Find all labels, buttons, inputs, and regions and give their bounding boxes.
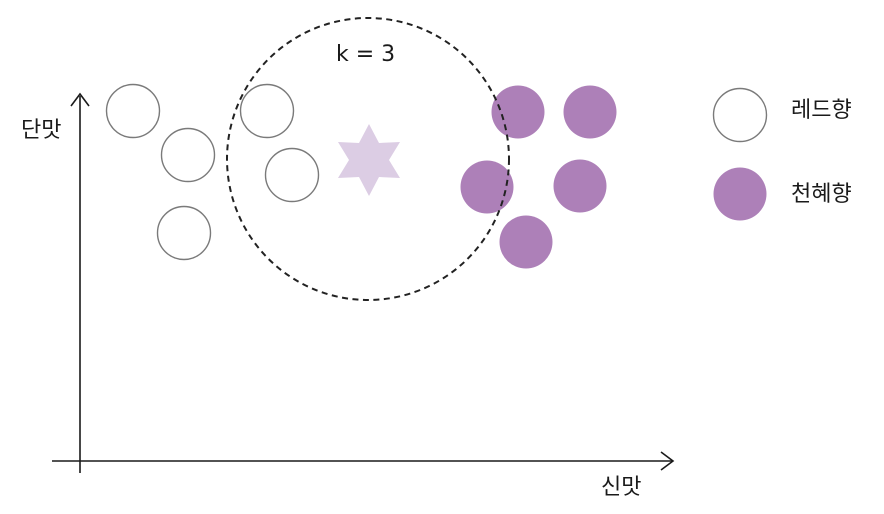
k-neighborhood-circle — [226, 17, 510, 301]
data-point-open — [160, 127, 216, 183]
legend: 레드향 천혜향 — [712, 87, 852, 221]
data-point-open — [156, 205, 212, 261]
data-point-filled — [460, 160, 514, 214]
data-point-open — [105, 83, 161, 139]
x-axis-label: 신맛 — [601, 475, 641, 500]
data-point-filled — [491, 85, 545, 139]
y-axis-arrow — [70, 92, 90, 107]
k-label: k = 3 — [336, 42, 395, 67]
star-icon — [338, 124, 400, 196]
open-class-points — [105, 83, 320, 261]
data-point-filled — [499, 215, 553, 269]
legend-marker-filled — [713, 167, 767, 221]
filled-class-points — [460, 85, 617, 269]
x-axis-arrow — [660, 451, 675, 471]
legend-marker-open — [712, 87, 768, 143]
data-point-open — [239, 83, 295, 139]
legend-label-filled: 천혜향 — [791, 182, 852, 207]
y-axis-label: 단맛 — [21, 118, 61, 143]
data-point-filled — [563, 85, 617, 139]
data-point-open — [264, 147, 320, 203]
data-point-filled — [553, 159, 607, 213]
axes — [52, 92, 675, 473]
legend-label-open: 레드향 — [791, 98, 852, 123]
